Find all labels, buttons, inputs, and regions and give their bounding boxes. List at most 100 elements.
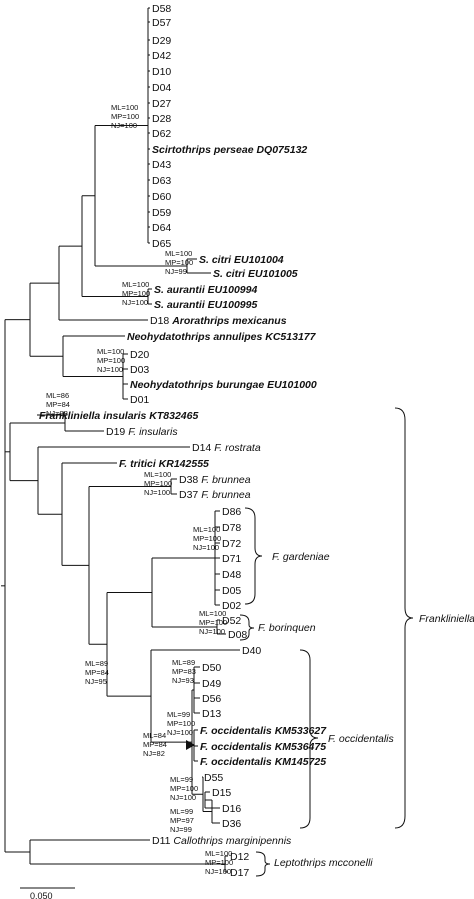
tip-label: D28 <box>152 113 171 125</box>
tip-label: F. occidentalis KM145725 <box>200 756 326 768</box>
tip-label: D17 <box>230 867 249 879</box>
tip-label: D42 <box>152 50 171 62</box>
group-label-mcconelli: Leptothrips mcconelli <box>274 857 373 869</box>
tip-label: D14 F. rostrata <box>192 442 261 454</box>
support-value: ML=99 <box>170 775 193 784</box>
tip-label: D36 <box>222 818 241 830</box>
tip-label: D72 <box>222 538 241 550</box>
support-value: MP=100 <box>97 356 125 365</box>
support-value: ML=86 <box>46 391 69 400</box>
support-value: MP=100 <box>165 258 193 267</box>
support-value: NJ=100 <box>144 488 170 497</box>
bracket-frankliniella <box>394 407 414 829</box>
scale-bar-label: 0.050 <box>30 891 53 899</box>
support-value: MP=100 <box>170 784 198 793</box>
tip-label: D56 <box>202 693 221 705</box>
tip-label: F. occidentalis KM536475 <box>200 741 326 753</box>
tip-label: S. citri EU101004 <box>199 254 284 266</box>
support-value: ML=99 <box>170 807 193 816</box>
tip-label: D18 Arorathrips mexicanus <box>150 315 287 327</box>
support-value: MP=100 <box>167 719 195 728</box>
tip-label: Frankliniella insularis KT832465 <box>39 410 198 422</box>
support-value: MP=100 <box>199 618 227 627</box>
tip-label: D48 <box>222 569 241 581</box>
tip-label: D08 <box>228 629 247 641</box>
support-value: NJ=100 <box>167 728 193 737</box>
tip-label: F. tritici KR142555 <box>119 458 209 470</box>
support-value: NJ=100 <box>97 365 123 374</box>
tip-label: D27 <box>152 98 171 110</box>
tip-label: D03 <box>130 364 149 376</box>
tip-label: D43 <box>152 159 171 171</box>
support-value: ML=100 <box>199 609 226 618</box>
support-value: NJ=100 <box>199 627 225 636</box>
tip-label: D19 F. insularis <box>106 426 178 438</box>
tip-label: D10 <box>152 66 171 78</box>
tip-label: D63 <box>152 175 171 187</box>
tip-label: D01 <box>130 394 149 406</box>
support-value: ML=99 <box>167 710 190 719</box>
tip-label: D05 <box>222 585 241 597</box>
tip-label: F. occidentalis KM533627 <box>200 725 327 737</box>
tip-label: D62 <box>152 128 171 140</box>
support-value: NJ=93 <box>172 676 194 685</box>
tip-label: Neohydatothrips burungae EU101000 <box>130 379 317 391</box>
tree-branches <box>1 7 240 873</box>
support-value: MP=100 <box>144 479 172 488</box>
tip-label: D04 <box>152 82 171 94</box>
bracket-gardeniae <box>244 507 263 605</box>
support-value: ML=100 <box>122 280 149 289</box>
tip-label: D37 F. brunnea <box>179 489 251 501</box>
tip-label: D38 F. brunnea <box>179 474 251 486</box>
support-value: NJ=100 <box>111 121 137 130</box>
tip-label: S. aurantii EU100994 <box>154 284 257 296</box>
support-value: MP=100 <box>122 289 150 298</box>
tip-label: D12 <box>230 851 249 863</box>
tip-label: D64 <box>152 222 171 234</box>
tip-label: S. citri EU101005 <box>213 268 298 280</box>
tip-label: D60 <box>152 191 171 203</box>
support-value: MP=83 <box>172 667 196 676</box>
tip-label: D20 <box>130 349 149 361</box>
support-value: MP=100 <box>205 858 233 867</box>
tip-label: D65 <box>152 238 171 250</box>
support-value: ML=84 <box>143 731 166 740</box>
tip-label: D71 <box>222 553 241 565</box>
support-labels: ML=100MP=100NJ=100ML=100MP=100NJ=99ML=10… <box>46 103 233 876</box>
support-value: NJ=82 <box>143 749 165 758</box>
tip-label: D02 <box>222 600 241 612</box>
support-value: NJ=100 <box>193 543 219 552</box>
support-value: NJ=98 <box>46 409 68 418</box>
support-value: NJ=95 <box>85 677 107 686</box>
tip-label: D78 <box>222 522 241 534</box>
support-value: MP=100 <box>193 534 221 543</box>
tip-label: D29 <box>152 35 171 47</box>
tip-labels: D58D57D29D42D10D04D27D28D62Scirtothrips … <box>39 3 327 879</box>
tip-label: D15 <box>212 787 231 799</box>
support-value: ML=100 <box>144 470 171 479</box>
support-value: ML=100 <box>97 347 124 356</box>
tip-label: D57 <box>152 17 171 29</box>
tip-label: D49 <box>202 678 221 690</box>
tip-label: S. aurantii EU100995 <box>154 299 257 311</box>
tip-label: D86 <box>222 506 241 518</box>
support-value: NJ=100 <box>205 867 231 876</box>
group-label-borinquen: F. borinquen <box>258 622 316 634</box>
support-value: ML=100 <box>193 525 220 534</box>
support-value: ML=89 <box>172 658 195 667</box>
support-value: NJ=100 <box>170 793 196 802</box>
support-value: MP=84 <box>85 668 109 677</box>
group-label-gardeniae: F. gardeniae <box>272 551 330 563</box>
group-label-occidentalis: F. occidentalis <box>328 733 395 745</box>
tip-label: D58 <box>152 3 171 15</box>
tip-label: D59 <box>152 207 171 219</box>
support-value: MP=84 <box>143 740 167 749</box>
support-value: MP=97 <box>170 816 194 825</box>
arrow-icon <box>186 740 195 750</box>
tip-label: D50 <box>202 662 221 674</box>
tip-label: D11 Callothrips marginipennis <box>152 835 292 847</box>
support-value: MP=100 <box>111 112 139 121</box>
tip-label: D40 <box>242 645 261 657</box>
tip-label: D55 <box>204 772 223 784</box>
